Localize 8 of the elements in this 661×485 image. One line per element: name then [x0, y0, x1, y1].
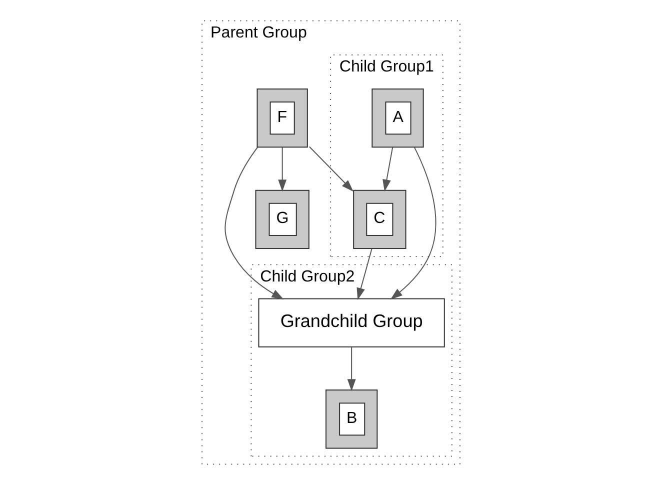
arrow — [390, 147, 436, 300]
arrow — [346, 347, 356, 392]
arrow — [382, 147, 393, 192]
node-box: Grandchild Group — [258, 298, 444, 348]
arrow — [356, 248, 372, 300]
arrow — [278, 147, 286, 192]
arrow — [224, 146, 284, 300]
arrow — [308, 146, 353, 192]
